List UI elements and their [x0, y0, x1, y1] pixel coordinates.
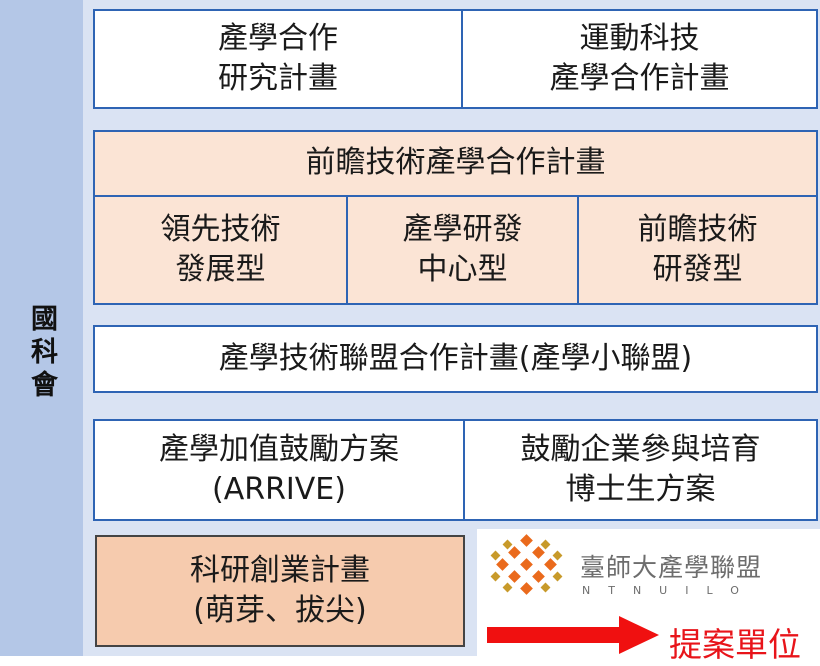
frontier-sub-box-1: 領先技術 發展型 [93, 195, 348, 305]
frontier-sub-box-3: 前瞻技術 研發型 [577, 195, 818, 305]
phd-program-label: 鼓勵企業參與培育 博士生方案 [520, 431, 761, 507]
logo-subtitle: NTNUILO [582, 584, 757, 597]
frontier-tech-header-label: 前瞻技術產學合作計畫 [305, 145, 606, 181]
proposer-callout: 提案單位 [483, 614, 820, 664]
sidebar: 國科會 [0, 0, 83, 656]
frontier-tech-header-box: 前瞻技術產學合作計畫 [93, 130, 818, 197]
sidebar-label: 國科會 [26, 303, 57, 403]
tech-alliance-label: 產學技術聯盟合作計畫(產學小聯盟) [218, 340, 693, 376]
frontier-sub-label-2: 產學研發 中心型 [402, 211, 523, 287]
ntnu-ilo-logo: 臺師大產學聯盟 NTNUILO [488, 532, 808, 602]
arrive-box: 產學加值鼓勵方案 (ARRIVE) [93, 419, 465, 521]
industry-academia-research-box: 產學合作 研究計畫 [93, 9, 463, 109]
phd-program-box: 鼓勵企業參與培育 博士生方案 [463, 419, 818, 521]
startup-program-label: 科研創業計畫 (萌芽、拔尖) [190, 552, 370, 628]
tech-alliance-box: 產學技術聯盟合作計畫(產學小聯盟) [93, 325, 818, 393]
sports-tech-label: 運動科技 產學合作計畫 [549, 20, 730, 96]
right-arrow-icon [487, 616, 659, 654]
startup-program-box: 科研創業計畫 (萌芽、拔尖) [95, 535, 465, 647]
ntnu-ilo-logo-mark [490, 534, 563, 595]
frontier-sub-box-2: 產學研發 中心型 [346, 195, 579, 305]
sports-tech-box: 運動科技 產學合作計畫 [461, 9, 818, 109]
frontier-sub-label-3: 前瞻技術 研發型 [637, 211, 758, 287]
proposer-label: 提案單位 [669, 625, 801, 664]
logo-title: 臺師大產學聯盟 [580, 553, 763, 582]
frontier-sub-label-1: 領先技術 發展型 [160, 211, 281, 287]
arrive-label: 產學加值鼓勵方案 (ARRIVE) [159, 431, 399, 507]
industry-academia-research-label: 產學合作 研究計畫 [218, 20, 338, 96]
